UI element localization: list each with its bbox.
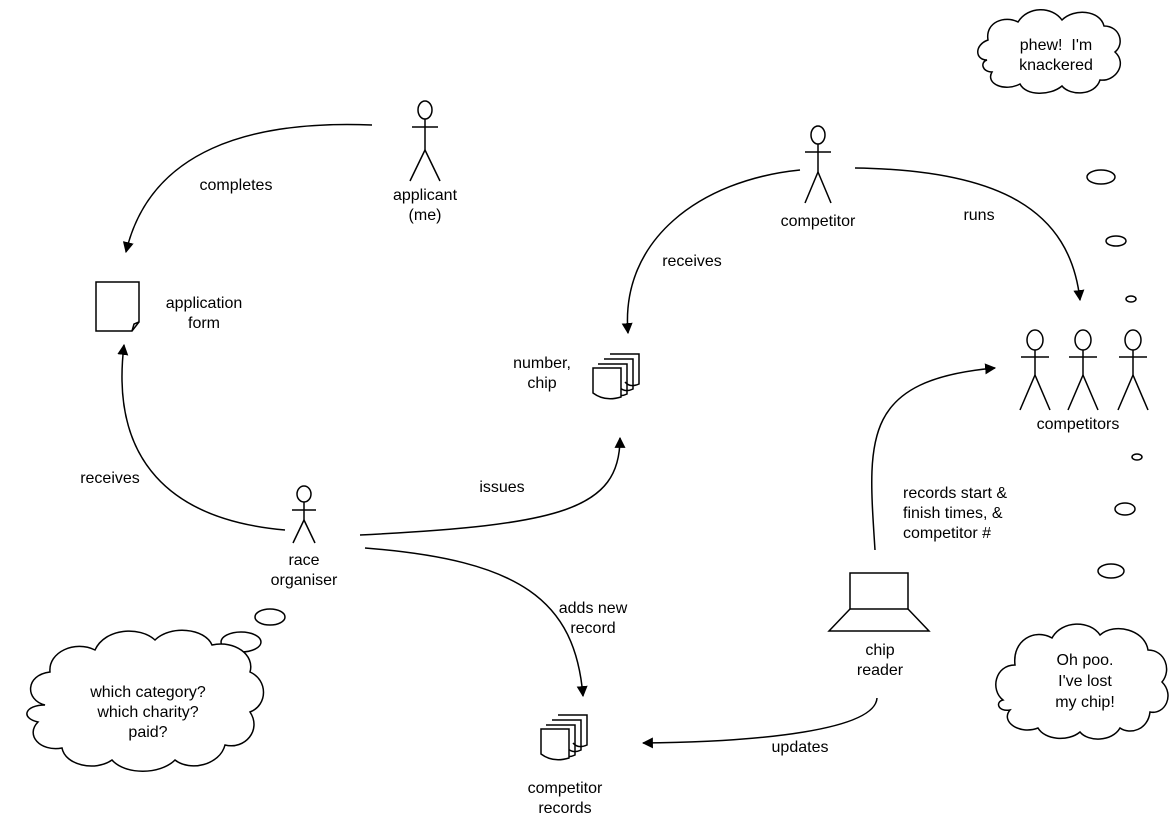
updates-label: updates (771, 739, 829, 756)
thought-bubble-dot (1131, 453, 1143, 461)
competitor-label: competitor (780, 213, 856, 230)
receives-form-arrow (117, 343, 286, 531)
records-times-label: records start & finish times, & competit… (903, 485, 1008, 542)
number-chip-label: number, chip (513, 355, 571, 392)
issues-label: issues (479, 479, 525, 496)
application-form-label: application form (165, 295, 243, 332)
receives-number-label: receives (662, 253, 722, 270)
organiser-thought-cloud (26, 629, 265, 772)
thought-bubble-dot (1114, 502, 1136, 516)
application-form-document-icon (95, 281, 140, 332)
applicant-label: applicant (me) (392, 187, 458, 224)
top-right-thought-text: phew! I'm knackered (1019, 37, 1093, 74)
completes-label: completes (199, 177, 273, 194)
chip-reader-label: chip reader (856, 642, 904, 679)
competitors-label: competitors (1036, 416, 1120, 433)
lost-chip-thought-text: Oh poo. I've lost my chip! (1055, 652, 1115, 711)
thought-bubble-dot (1086, 169, 1116, 185)
number-chip-documents-icon (592, 353, 640, 400)
race-organiser-label: race organiser (270, 552, 338, 589)
runs-label: runs (963, 207, 995, 224)
receives-number-arrow (621, 169, 801, 335)
thought-bubble-dot (254, 608, 286, 626)
race-organiser-figure-icon (292, 485, 316, 544)
issues-arrow (359, 436, 626, 536)
thought-bubble-dot (1105, 235, 1127, 247)
thought-bubble-dot (1125, 295, 1137, 303)
competitor-records-label: competitor records (527, 780, 603, 817)
competitors-group-icon (1019, 329, 1149, 411)
runs-arrow (854, 167, 1085, 302)
records-times-arrow (871, 363, 997, 551)
lost-chip-thought-cloud (995, 623, 1169, 740)
updates-arrow (641, 697, 878, 749)
adds-new-record-arrow (364, 547, 588, 698)
competitor-records-documents-icon (540, 714, 588, 761)
chip-reader-laptop-icon (827, 572, 931, 632)
adds-new-record-label: adds new record (558, 600, 628, 637)
competitor-figure-icon (804, 125, 832, 204)
top-right-thought-cloud (977, 9, 1121, 94)
receives-form-label: receives (80, 470, 140, 487)
applicant-figure-icon (409, 100, 441, 182)
thought-bubble-dot (1097, 563, 1125, 579)
completes-arrow (122, 123, 373, 254)
organiser-thought-text: which category? which charity? paid? (90, 684, 206, 741)
